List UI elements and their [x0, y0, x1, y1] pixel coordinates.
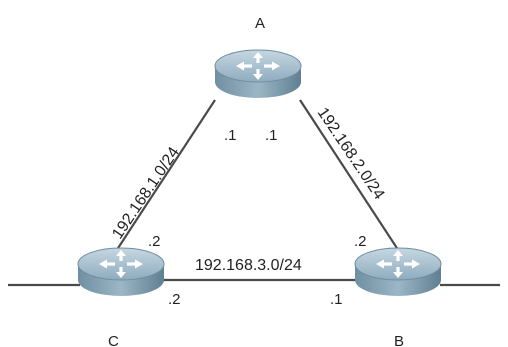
node-b-label: B	[394, 333, 404, 347]
router-icon	[77, 247, 165, 297]
ip-c-ac: .2	[148, 233, 161, 250]
node-c-label: C	[108, 333, 119, 347]
ip-a-ab: .1	[265, 127, 278, 144]
ip-b-ab: .2	[354, 233, 367, 250]
node-a-label: A	[255, 15, 265, 32]
ip-a-ac: .1	[224, 127, 237, 144]
ip-b-cb: .1	[330, 291, 343, 308]
network-ac-label: 192.168.1.0/24	[109, 144, 183, 242]
ip-c-cb: .2	[168, 291, 181, 308]
network-cb-label: 192.168.3.0/24	[195, 257, 302, 274]
link-a-c	[104, 99, 216, 269]
link-a-b	[299, 99, 411, 269]
router-icon	[354, 247, 442, 297]
network-ab-label: 192.168.2.0/24	[314, 105, 388, 203]
router-icon	[214, 49, 302, 99]
